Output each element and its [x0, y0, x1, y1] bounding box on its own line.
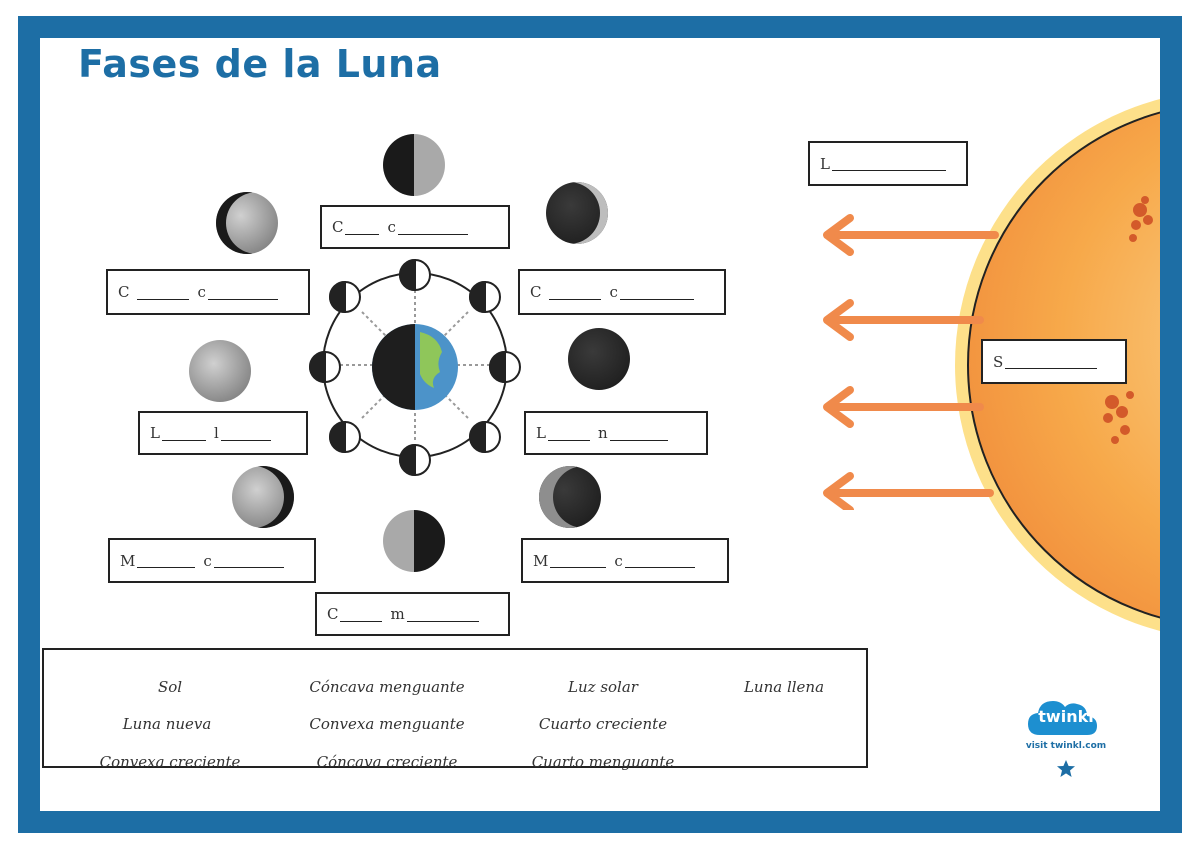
moon-lower-left: [232, 466, 294, 528]
star-icon: [1057, 760, 1075, 777]
label-box-upper-right[interactable]: C c: [518, 269, 726, 315]
word-bank: [42, 648, 868, 768]
label-box-top[interactable]: C c: [320, 205, 510, 249]
word-bank-item: Luna nueva: [122, 715, 212, 733]
word-bank-item: Convexa menguante: [309, 715, 465, 733]
orbit-diagram: [309, 258, 521, 477]
label-box-mid-right[interactable]: L n: [524, 411, 708, 455]
moon-top: [383, 134, 445, 196]
moon-mid-left: [189, 340, 251, 402]
label-box-sun[interactable]: S: [981, 339, 1127, 384]
moon-mid-right: [568, 328, 630, 390]
word-bank-item: Luz solar: [568, 678, 638, 696]
logo-url: visit twinkl.com: [1025, 741, 1107, 751]
label-box-upper-left[interactable]: C c: [106, 269, 310, 315]
twinkl-logo: twinkl visit twinkl.com: [1026, 697, 1106, 782]
moon-bottom: [383, 510, 445, 572]
moon-upper-left: [216, 192, 278, 254]
sunlight-arrows: [823, 214, 999, 510]
label-box-light[interactable]: L: [808, 141, 968, 186]
word-bank-item: Cóncava creciente: [316, 753, 458, 771]
cloud-icon: [1028, 701, 1097, 735]
word-bank-item: Convexa creciente: [99, 753, 241, 771]
label-box-lower-left[interactable]: M c: [108, 538, 316, 583]
label-box-lower-right[interactable]: M c: [521, 538, 729, 583]
word-bank-item: Cuarto creciente: [538, 715, 668, 733]
page-title: Fases de la Luna: [78, 42, 442, 86]
word-bank-item: Sol: [157, 678, 183, 696]
word-bank-item: Cóncava menguante: [309, 678, 465, 696]
word-bank-item: Luna llena: [743, 678, 825, 696]
logo-brand: twinkl: [1038, 707, 1094, 726]
moon-lower-right: [539, 466, 601, 528]
label-box-bottom[interactable]: C m: [315, 592, 510, 636]
moon-upper-right: [546, 182, 608, 244]
word-bank-item: Cuarto menguante: [531, 753, 675, 771]
label-box-mid-left[interactable]: L l: [138, 411, 308, 455]
